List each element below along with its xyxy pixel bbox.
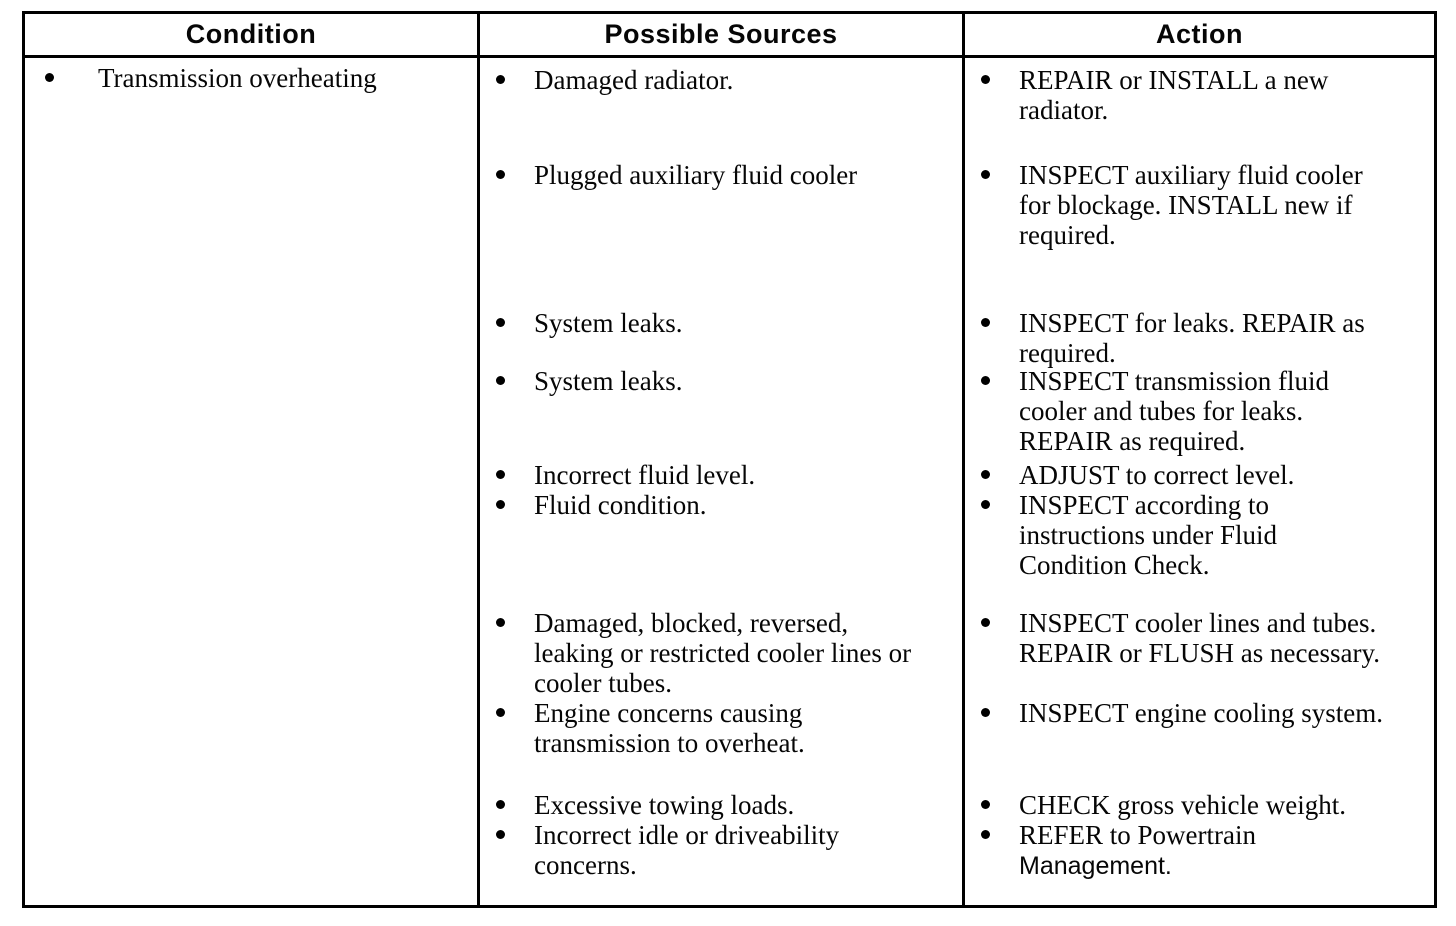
action-item: INSPECT transmission fluid cooler and tu… <box>981 366 1387 456</box>
bullet-icon <box>981 318 990 327</box>
action-text: INSPECT transmission fluid cooler and tu… <box>1019 366 1330 456</box>
action-text-serif-part: REFER to Powertrain <box>1019 820 1256 850</box>
source-item: Damaged radiator. <box>496 65 914 95</box>
source-text: Fluid condition. <box>534 490 707 520</box>
bullet-icon <box>496 318 505 327</box>
action-item: REPAIR or INSTALL a new radiator. <box>981 65 1387 125</box>
action-text: INSPECT for leaks. REPAIR as required. <box>1019 308 1365 368</box>
source-item: Incorrect fluid level. <box>496 460 914 490</box>
bullet-icon <box>981 830 990 839</box>
bullet-icon <box>496 830 505 839</box>
bullet-icon <box>981 708 990 717</box>
source-item: System leaks. <box>496 308 914 338</box>
column-header-condition: Condition <box>185 19 317 49</box>
bullet-icon <box>981 170 990 179</box>
bullet-icon <box>496 800 505 809</box>
action-text: REFER to Powertrain Management. <box>1019 820 1387 881</box>
condition-item: Transmission overheating <box>45 63 458 93</box>
possible-sources-column: Damaged radiator. Plugged auxiliary flui… <box>480 14 962 905</box>
bullet-icon <box>981 376 990 385</box>
condition-text: Transmission overheating <box>98 63 377 93</box>
action-item: REFER to Powertrain Management. <box>981 820 1387 881</box>
bullet-icon <box>496 470 505 479</box>
bullet-icon <box>496 376 505 385</box>
source-text: Damaged radiator. <box>534 65 734 95</box>
source-text: Incorrect fluid level. <box>534 460 756 490</box>
source-item: Damaged, blocked, reversed, leaking or r… <box>496 608 914 698</box>
source-text: Excessive towing loads. <box>534 790 795 820</box>
action-item: INSPECT cooler lines and tubes. REPAIR o… <box>981 608 1387 668</box>
bullet-icon <box>981 75 990 84</box>
bullet-icon <box>496 618 505 627</box>
source-item: Plugged auxiliary fluid cooler <box>496 160 914 190</box>
bullet-icon <box>981 800 990 809</box>
bullet-icon <box>496 500 505 509</box>
bullet-icon <box>981 500 990 509</box>
action-item: INSPECT according to instructions under … <box>981 490 1387 580</box>
action-item: ADJUST to correct level. <box>981 460 1387 490</box>
action-text: INSPECT engine cooling system. <box>1019 698 1383 728</box>
column-header-action: Action <box>1156 19 1243 49</box>
action-text: ADJUST to correct level. <box>1019 460 1295 490</box>
action-text: REPAIR or INSTALL a new radiator. <box>1019 65 1329 125</box>
source-item: Engine concerns causing transmission to … <box>496 698 914 758</box>
source-text: System leaks. <box>534 308 683 338</box>
source-item: Fluid condition. <box>496 490 914 520</box>
action-item: CHECK gross vehicle weight. <box>981 790 1387 820</box>
column-header-possible-sources: Possible Sources <box>604 19 838 49</box>
column-divider <box>962 14 965 905</box>
action-item: INSPECT for leaks. REPAIR as required. <box>981 308 1387 368</box>
action-column: REPAIR or INSTALL a new radiator. INSPEC… <box>965 14 1434 905</box>
source-text: Incorrect idle or driveability concerns. <box>534 820 840 880</box>
source-item: Excessive towing loads. <box>496 790 914 820</box>
condition-column: Transmission overheating <box>25 14 477 905</box>
action-item: INSPECT engine cooling system. <box>981 698 1387 728</box>
diagnostic-table: Condition Possible Sources Action Transm… <box>22 11 1437 908</box>
action-text-sans-part: Management. <box>1019 852 1172 880</box>
action-text: INSPECT auxiliary fluid cooler for block… <box>1019 160 1363 250</box>
source-text: System leaks. <box>534 366 683 396</box>
table-header-row: Condition Possible Sources Action <box>25 14 1434 58</box>
source-item: Incorrect idle or driveability concerns. <box>496 820 914 880</box>
bullet-icon <box>981 470 990 479</box>
source-text: Engine concerns causing transmission to … <box>534 698 805 758</box>
action-item: INSPECT auxiliary fluid cooler for block… <box>981 160 1387 250</box>
bullet-icon <box>496 708 505 717</box>
action-text: CHECK gross vehicle weight. <box>1019 790 1346 820</box>
source-text: Damaged, blocked, reversed, leaking or r… <box>534 608 912 698</box>
bullet-icon <box>45 73 54 82</box>
action-text: INSPECT cooler lines and tubes. REPAIR o… <box>1019 608 1380 668</box>
source-text: Plugged auxiliary fluid cooler <box>534 160 858 190</box>
bullet-icon <box>496 170 505 179</box>
source-item: System leaks. <box>496 366 914 396</box>
bullet-icon <box>496 75 505 84</box>
bullet-icon <box>981 618 990 627</box>
action-text: INSPECT according to instructions under … <box>1019 490 1277 580</box>
column-divider <box>477 14 480 905</box>
